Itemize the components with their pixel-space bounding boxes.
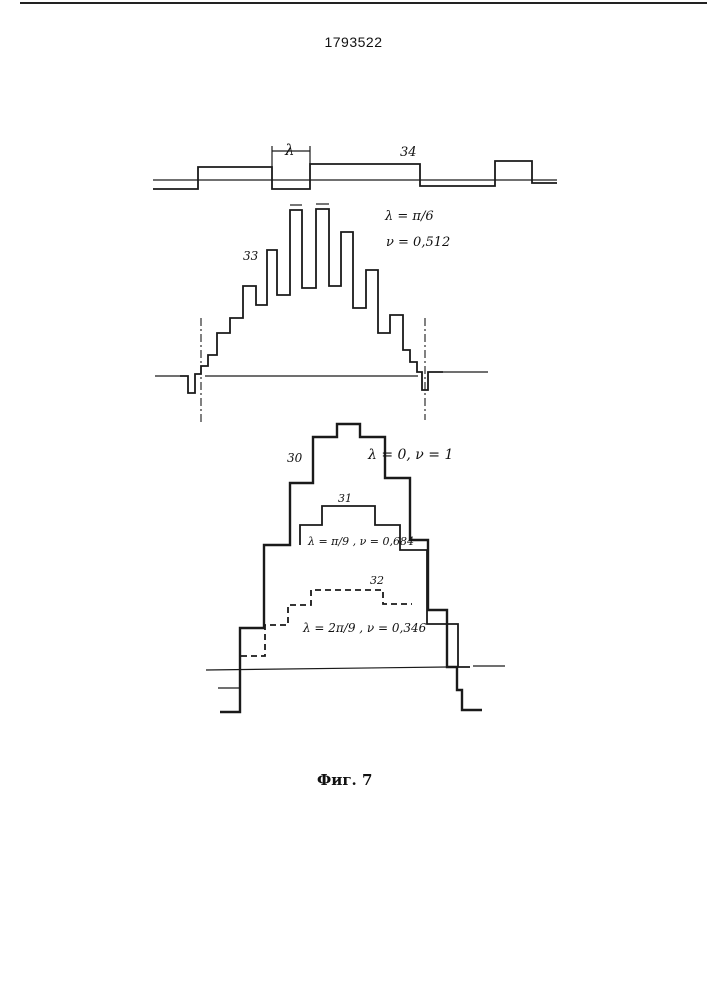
waveform-34 (153, 161, 557, 189)
baseline-bottom (206, 667, 447, 670)
label-32: 32 (370, 574, 384, 587)
figure-caption: Фиг. 7 (317, 771, 372, 789)
label-34: 34 (400, 145, 417, 160)
label-31-params: λ = π/9 , ν = 0,684 (307, 535, 414, 548)
waveform-31 (300, 506, 470, 667)
lambda-label: λ (284, 141, 295, 159)
label-32-params: λ = 2π/9 , ν = 0,346 (302, 621, 427, 635)
label-31: 31 (338, 492, 352, 505)
label-33: 33 (243, 249, 259, 263)
label-33-nu: ν = 0,512 (386, 235, 450, 250)
label-33-lambda: λ = π/6 (384, 209, 434, 224)
label-30: 30 (287, 451, 303, 465)
label-30-params: λ = 0, ν = 1 (367, 447, 453, 463)
